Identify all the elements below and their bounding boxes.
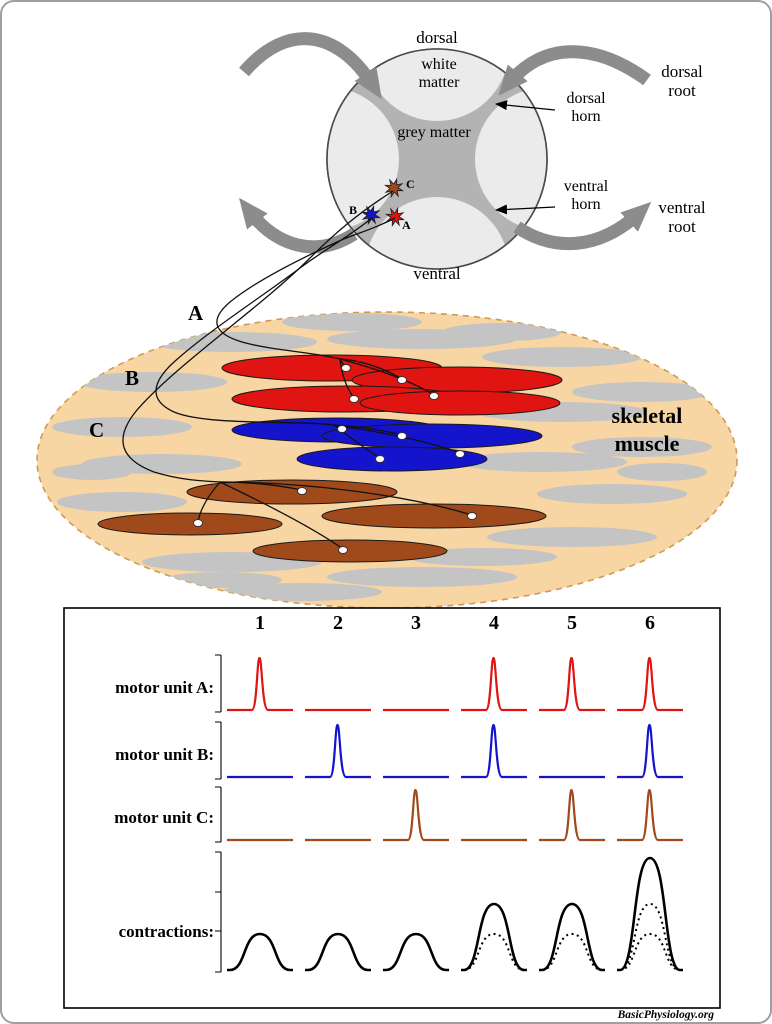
column-number-2: 2 xyxy=(333,612,343,634)
skeletal-muscle-diagram xyxy=(36,190,738,609)
column-number-1: 1 xyxy=(255,612,265,634)
dorsal-root-arrow-right xyxy=(498,45,651,96)
trace-motorunita-col-5 xyxy=(539,656,605,712)
axon-c xyxy=(122,190,394,483)
white-matter-west xyxy=(327,87,399,231)
row-label-motor-unit-b: motor unit B: xyxy=(115,745,214,764)
contraction-solid-col-5 xyxy=(539,902,605,972)
contraction-dotted-col-5 xyxy=(541,932,603,971)
contraction-dotted-col-6 xyxy=(619,932,681,971)
white-matter-south xyxy=(365,197,509,269)
site-credit: BasicPhysiology.org xyxy=(617,1009,714,1021)
column-number-4: 4 xyxy=(489,612,499,634)
white-matter-north xyxy=(365,49,509,121)
label-ventral-horn: ventral horn xyxy=(563,178,609,213)
trace-motorunitb-col-2 xyxy=(305,723,371,779)
scale-bar-row-2 xyxy=(215,721,222,780)
label-ventral-root: ventral root xyxy=(658,198,706,237)
motor-axons xyxy=(122,190,473,550)
unit-a-fibers xyxy=(221,354,563,416)
trace-motorunitb-col-4 xyxy=(461,723,527,779)
column-number-6: 6 xyxy=(645,612,655,634)
endplates xyxy=(193,364,477,554)
trace-motorunitc-col-3 xyxy=(383,788,449,842)
neuron-label-c: C xyxy=(406,177,415,191)
motor-neuron-a xyxy=(384,206,406,228)
contraction-dotted-col-6 xyxy=(619,902,681,971)
contraction-solid-col-2 xyxy=(305,932,371,972)
contraction-solid-col-6 xyxy=(617,856,683,972)
dorsal-root-arrow-left xyxy=(239,32,382,100)
scale-bar-contractions xyxy=(215,851,222,973)
trace-plots xyxy=(215,654,683,973)
contraction-solid-col-4 xyxy=(461,902,527,972)
axon-label-c: C xyxy=(89,418,105,442)
neuron-label-a: A xyxy=(402,218,411,232)
label-white-matter: white matter xyxy=(418,56,460,91)
grey-matter-fill xyxy=(327,49,547,269)
axon-b xyxy=(155,217,373,426)
trace-motorunitb-col-6 xyxy=(617,723,683,779)
background-fibers xyxy=(52,313,712,601)
unit-c-fibers xyxy=(97,479,547,563)
row-label-motor-unit-c: motor unit C: xyxy=(114,808,214,827)
label-dorsal: dorsal xyxy=(416,28,458,47)
trace-motorunita-col-6 xyxy=(617,656,683,712)
trace-motorunita-col-1 xyxy=(227,656,293,712)
ventral-root-arrow-right xyxy=(513,201,652,251)
label-grey-matter: grey matter xyxy=(397,124,471,141)
row-label-contractions: contractions: xyxy=(118,922,214,941)
spinal-cord-outline xyxy=(326,48,548,270)
traces-panel xyxy=(63,607,721,1009)
contraction-solid-col-1 xyxy=(227,932,293,972)
axon-label-a: A xyxy=(188,301,204,325)
label-dorsal-horn: dorsal horn xyxy=(566,90,606,125)
trace-motorunitc-col-5 xyxy=(539,788,605,842)
trace-motorunita-col-4 xyxy=(461,656,527,712)
ventral-horn-arrow xyxy=(495,204,556,215)
spinal-cord-diagram xyxy=(238,32,652,270)
motor-neuron-c xyxy=(383,177,405,199)
neuron-label-b: B xyxy=(349,203,358,217)
scale-bar-row-1 xyxy=(215,654,222,713)
panel-border xyxy=(63,607,721,1009)
trace-motorunitc-col-6 xyxy=(617,788,683,842)
contraction-dotted-col-4 xyxy=(463,932,525,971)
white-matter-east xyxy=(475,87,547,231)
label-ventral: ventral xyxy=(413,264,461,283)
grey-matter-shape xyxy=(327,49,547,269)
scale-bar-row-3 xyxy=(215,786,222,843)
label-skeletal-muscle: skeletal muscle xyxy=(611,403,683,456)
axon-label-b: B xyxy=(125,366,140,390)
dorsal-horn-arrow xyxy=(495,100,556,111)
row-label-motor-unit-a: motor unit A: xyxy=(115,678,214,697)
column-number-5: 5 xyxy=(567,612,577,634)
label-dorsal-root: dorsal root xyxy=(661,62,703,101)
contraction-solid-col-3 xyxy=(383,932,449,972)
column-number-3: 3 xyxy=(411,612,421,634)
